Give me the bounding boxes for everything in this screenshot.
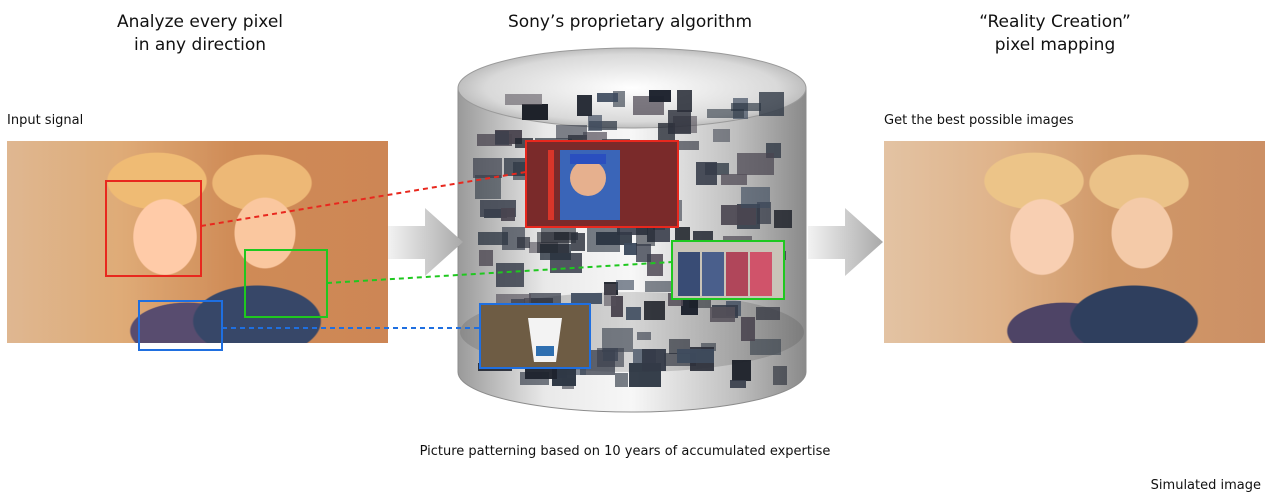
image-tile <box>644 301 665 320</box>
sample-shirts <box>672 241 784 299</box>
blue-box-input <box>138 300 223 351</box>
image-tile <box>604 284 616 306</box>
image-tile <box>588 115 602 131</box>
image-tile <box>501 208 515 221</box>
red-box-input <box>105 180 202 277</box>
image-tile <box>756 307 780 320</box>
red-box-algorithm <box>525 140 679 228</box>
output-label: Get the best possible images <box>884 113 1074 128</box>
image-tile <box>495 131 509 145</box>
arrow-to-output <box>808 208 883 276</box>
image-tile <box>552 365 576 386</box>
green-box-algorithm <box>671 240 785 300</box>
arrow-to-algorithm <box>388 208 463 276</box>
image-tile <box>517 237 530 248</box>
image-tile <box>668 110 691 134</box>
heading-analyze-line1: Analyze every pixel <box>116 12 284 32</box>
blue-box-algorithm <box>479 303 591 369</box>
heading-reality-creation: “Reality Creation” pixel mapping <box>915 11 1195 57</box>
image-tile <box>730 380 746 388</box>
image-tile <box>473 158 502 178</box>
image-tile <box>732 360 751 381</box>
image-tile <box>626 307 641 320</box>
image-tile <box>750 339 781 355</box>
image-tile <box>642 349 666 371</box>
image-tile <box>636 227 655 246</box>
image-tile <box>513 162 525 180</box>
image-tile <box>589 121 617 130</box>
image-tile <box>741 187 770 208</box>
image-tile <box>479 250 493 266</box>
image-tile <box>636 244 651 262</box>
image-tile <box>759 92 784 116</box>
output-photo <box>884 141 1265 343</box>
image-tile <box>615 373 628 387</box>
image-tile <box>679 141 699 150</box>
image-tile <box>773 366 787 385</box>
image-tile <box>577 95 592 116</box>
image-tile <box>478 232 508 245</box>
image-tile <box>496 263 524 287</box>
simulated-image-footnote: Simulated image <box>1150 478 1261 493</box>
image-tile <box>677 90 692 112</box>
green-dashed-connector <box>326 261 673 284</box>
image-tile <box>637 332 651 340</box>
heading-reality-line1: “Reality Creation” <box>979 12 1131 32</box>
image-tile <box>571 293 602 304</box>
sample-girl-cap <box>526 141 678 227</box>
green-box-input <box>244 249 328 318</box>
image-tile <box>537 232 569 253</box>
image-tile <box>515 138 533 148</box>
image-tile <box>649 90 671 102</box>
image-tile <box>677 349 714 363</box>
image-tile <box>774 210 792 228</box>
image-tile <box>741 317 755 341</box>
image-tile <box>731 103 761 111</box>
image-tile <box>721 174 747 185</box>
heading-analyze-line2: in any direction <box>133 35 267 55</box>
image-tile <box>597 348 624 367</box>
image-tile <box>597 93 618 102</box>
image-tile <box>616 280 634 290</box>
image-tile <box>737 153 774 175</box>
input-photo <box>7 141 388 343</box>
image-tile <box>624 243 637 255</box>
heading-algorithm: Sony’s proprietary algorithm <box>460 11 800 34</box>
image-tile <box>522 104 548 120</box>
heading-analyze: Analyze every pixel in any direction <box>60 11 340 57</box>
sample-cup <box>480 304 590 368</box>
caption: Picture patterning based on 10 years of … <box>419 444 831 459</box>
input-signal-label: Input signal <box>7 113 84 128</box>
image-tile <box>505 94 542 105</box>
image-tile <box>707 109 744 118</box>
image-tile <box>710 307 735 322</box>
heading-reality-line2: pixel mapping <box>994 35 1116 55</box>
heading-algorithm-text: Sony’s proprietary algorithm <box>507 12 753 32</box>
image-tile <box>713 129 730 142</box>
image-tile <box>645 281 671 292</box>
image-tile <box>587 227 620 252</box>
image-tile <box>556 125 587 139</box>
image-tile <box>721 205 756 225</box>
image-tile <box>696 162 717 185</box>
red-dashed-connector <box>200 171 527 227</box>
